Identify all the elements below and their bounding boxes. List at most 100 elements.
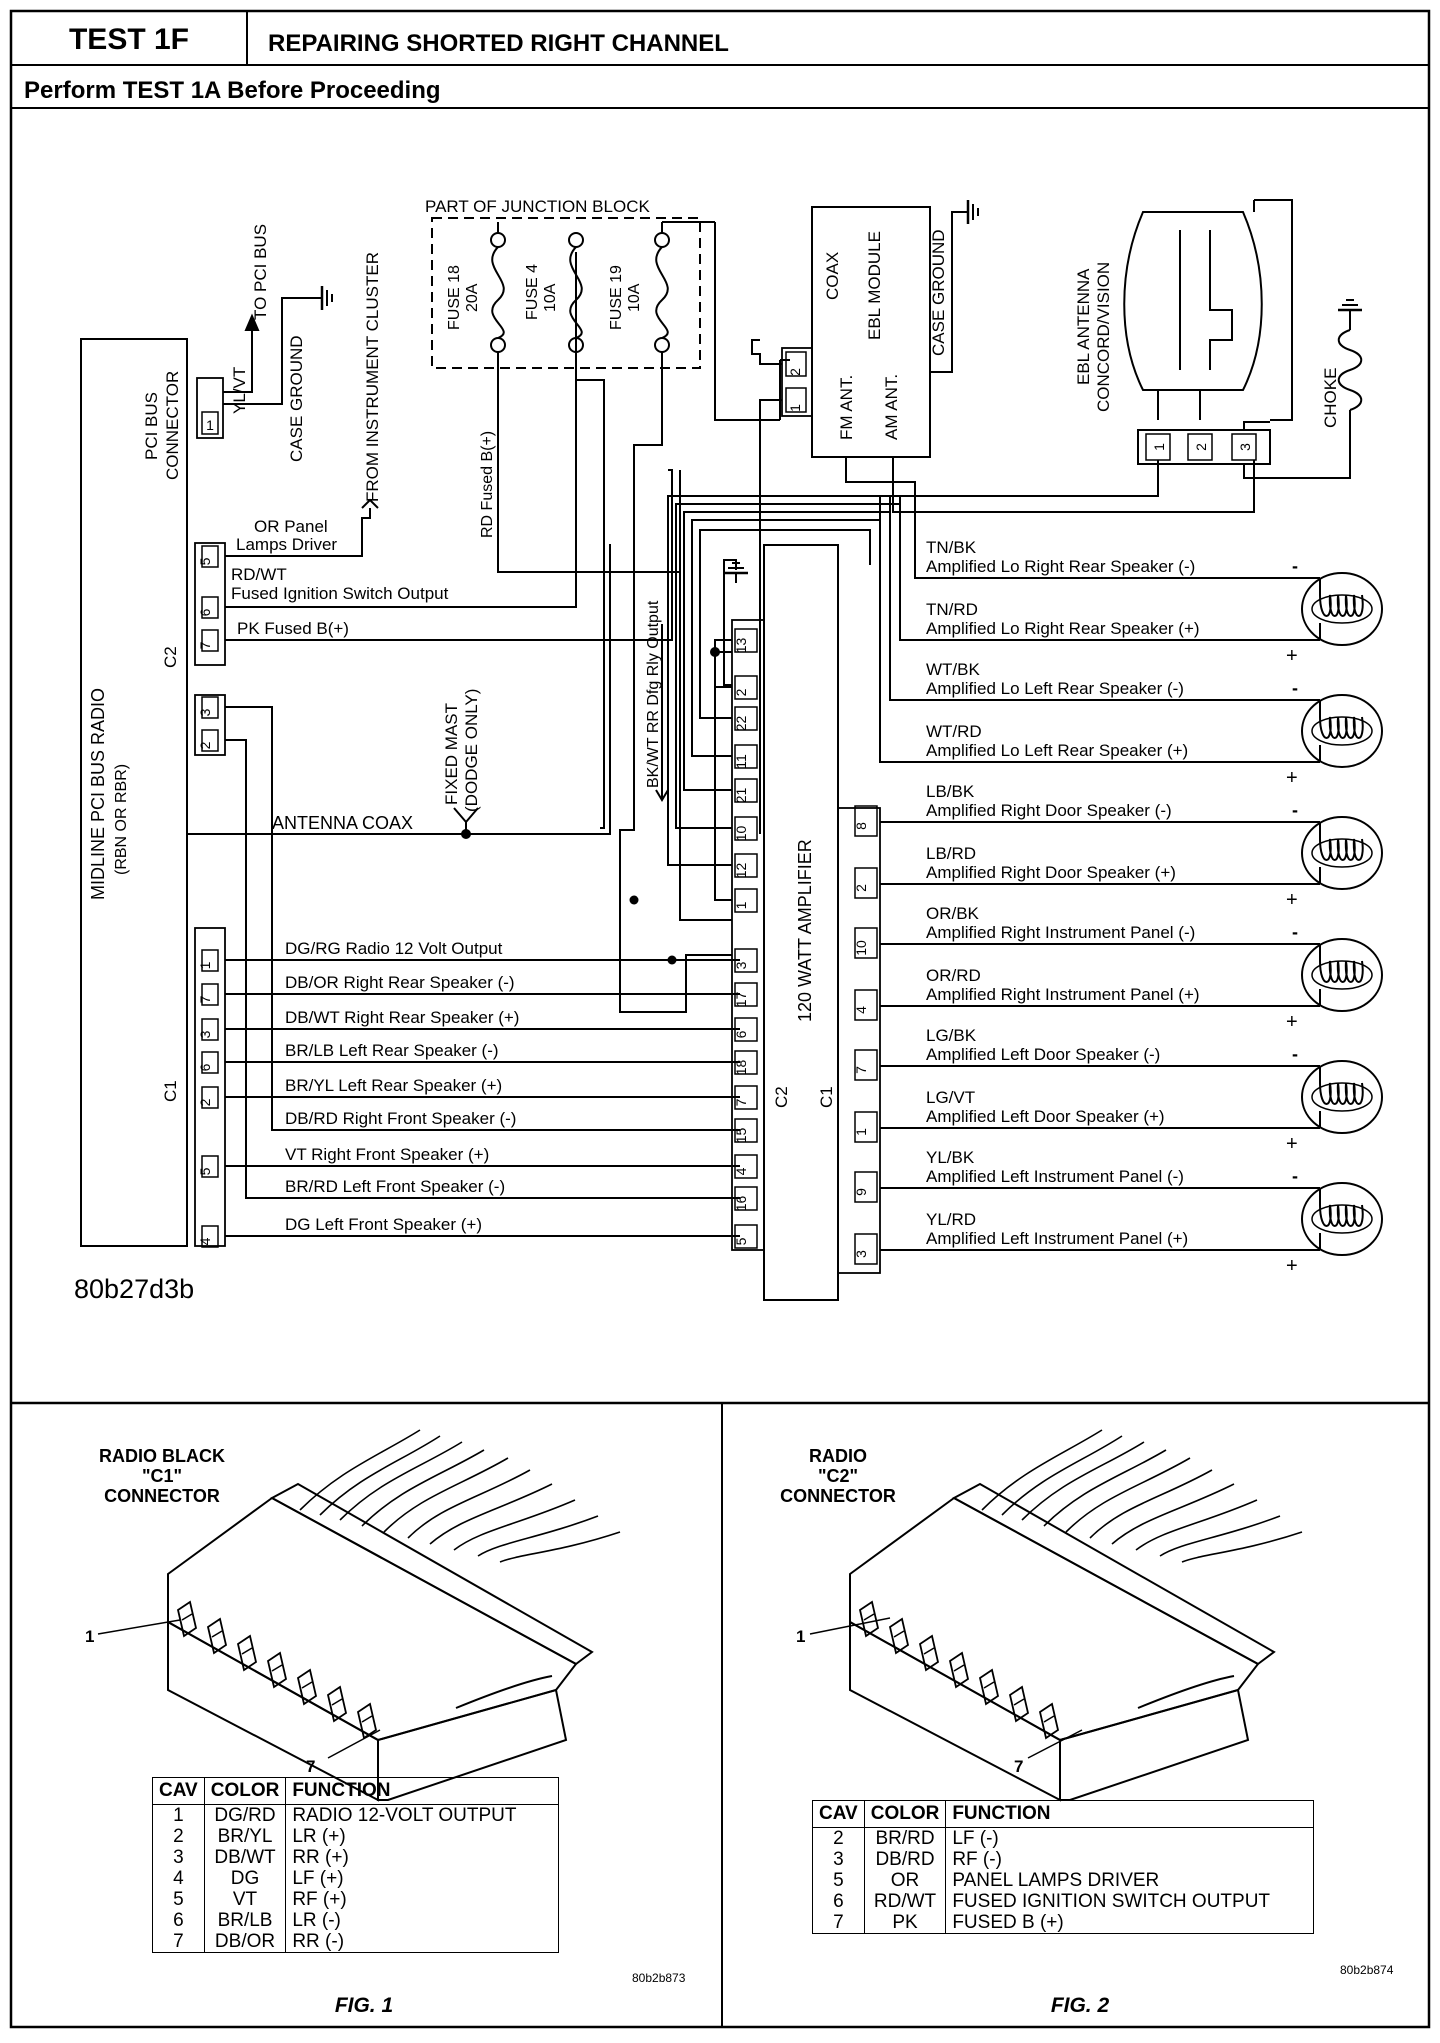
fig1-header-function: FUNCTION [285, 1777, 560, 1805]
fig1-cell-cav: 3 [152, 1847, 205, 1868]
ebl-antenna-line1: EBL ANTENNA [1074, 268, 1093, 385]
fig2-title-3: CONNECTOR [780, 1486, 896, 1506]
speaker-minus-sign: - [1292, 1044, 1298, 1064]
fig2-cell-color: BR/RD [863, 1827, 947, 1849]
radio-c2-pin: 3 [197, 696, 219, 719]
fig1-cell-cav: 4 [152, 1868, 205, 1889]
amp-c2-upper-pin-number: 1 [733, 901, 749, 909]
panel-lamps-line2: Lamps Driver [236, 535, 337, 554]
fig2-caption: FIG. 2 [1051, 1994, 1110, 2017]
radio-c2-pin: 7 [197, 629, 219, 652]
speaker-wire-color: TN/BK [926, 538, 977, 557]
connector-cavity [266, 1651, 288, 1689]
speaker-wire-color: YL/RD [926, 1210, 976, 1229]
speaker-wire-label: Amplified Lo Right Rear Speaker (-) [926, 557, 1195, 576]
radio-c1-wire-label: VT Right Front Speaker (+) [285, 1145, 489, 1164]
amp-c2-upper-pin: 13 [733, 628, 758, 653]
amp-c2-pin: 3 [733, 948, 758, 973]
speaker-wire-color: OR/RD [926, 966, 981, 985]
amp-c1-pin-number: 8 [853, 822, 869, 830]
amp-c2-pin-number: 15 [733, 1128, 749, 1144]
radio-c1-pin: 2 [197, 1086, 219, 1109]
radio-name: MIDLINE PCI BUS RADIO [88, 688, 108, 900]
amp-c2-upper-pin-number: 22 [733, 716, 749, 732]
radio-c2-pin-number: 5 [197, 557, 213, 565]
fig1-title-3: CONNECTOR [104, 1486, 220, 1506]
fig1-header-color: COLOR [203, 1777, 287, 1805]
connector-cavity [356, 1702, 378, 1740]
speaker-minus-sign: - [1292, 678, 1298, 698]
amplifier-c1-label: C1 [817, 1086, 836, 1108]
amp-c1-pin-number: 2 [853, 884, 869, 892]
amp-c2-upper-pin-number: 10 [733, 826, 749, 842]
amp-c2-upper-pin-number: 2 [733, 688, 749, 696]
radio-c1-wire-label: DG Left Front Speaker (+) [285, 1215, 482, 1234]
fig1-cell-color: DB/OR [203, 1931, 287, 1953]
fig1-cell-function: RADIO 12-VOLT OUTPUT [285, 1804, 560, 1826]
radio-c1-wire-label: DB/RD Right Front Speaker (-) [285, 1109, 516, 1128]
amp-c2-upper-pin: 1 [733, 888, 758, 913]
antenna-coax-wire [187, 544, 611, 839]
fig1-pin-first: 1 [85, 1627, 94, 1646]
connector-cavity [176, 1600, 198, 1638]
radio-c1-pin-number: 4 [197, 1237, 213, 1245]
fig2-header-function: FUNCTION [945, 1800, 1315, 1828]
fig2-cell-function: RF (-) [945, 1849, 1315, 1870]
amp-c2-pin-number: 3 [733, 961, 749, 969]
connector-cavity [978, 1668, 1000, 1706]
amp-c2-upper-pin: 11 [733, 744, 758, 769]
connector-cavity [948, 1651, 970, 1689]
speaker-icon [1301, 1182, 1383, 1256]
fig1-title-1: RADIO BLACK [99, 1446, 225, 1466]
fig1-cell-cav: 1 [152, 1804, 205, 1826]
amp-c2-pin-number: 5 [733, 1237, 749, 1245]
fig2-header-cav: CAV [812, 1800, 865, 1828]
fixed-mast-line1: FIXED MAST [442, 703, 461, 805]
speaker-plus-sign: + [1286, 645, 1298, 667]
radio-c1-wire-label: BR/RD Left Front Speaker (-) [285, 1177, 505, 1196]
fig1-cell-function: LR (-) [285, 1910, 560, 1931]
amp-c2-upper-pin: 12 [733, 853, 758, 878]
pci-wiring [223, 297, 312, 405]
amp-c1-pin: 8 [853, 805, 878, 837]
fuse4-rating: 10A [542, 283, 559, 312]
amp-c1-pin-number: 7 [853, 1066, 869, 1074]
fuse4-name: FUSE 4 [524, 264, 541, 320]
fig1-cell-color: BR/LB [203, 1910, 287, 1931]
fig1-cell-function: LR (+) [285, 1826, 560, 1847]
amp-c2-upper-pin: 21 [733, 778, 758, 803]
speaker-wire-label: Amplified Right Door Speaker (-) [926, 801, 1172, 820]
amp-c1-pin: 10 [853, 927, 878, 959]
amp-c2-pin: 4 [733, 1154, 758, 1179]
amplifier-upper-wiring [667, 495, 915, 901]
radio-c1-pin-number: 6 [197, 1063, 213, 1071]
fig1-cell-color: DG/RD [203, 1804, 287, 1826]
speaker-wire-color: LB/BK [926, 782, 975, 801]
fig2-code: 80b2b874 [1340, 1963, 1394, 1977]
speaker-wire-label: Amplified Left Door Speaker (-) [926, 1045, 1160, 1064]
ebl-antenna: EBL ANTENNA CONCORD/VISION 1 2 3 CHOKE [1074, 199, 1364, 479]
amp-c2-pin: 7 [733, 1085, 758, 1110]
page-frame [9, 9, 1431, 2029]
radio-c1-pin-number: 3 [197, 1030, 213, 1038]
ebl-case-ground: CASE GROUND [929, 229, 948, 356]
fig1-cell-color: DB/WT [203, 1847, 287, 1868]
fig1-cell-color: VT [203, 1889, 287, 1910]
fig2-cell-cav: 6 [812, 1891, 865, 1912]
amp-c2-pin: 16 [733, 1186, 758, 1211]
radio-c2-pin-number: 3 [197, 708, 213, 716]
ebl-am-label: AM ANT. [882, 374, 901, 440]
speaker-icon [1301, 1060, 1383, 1134]
